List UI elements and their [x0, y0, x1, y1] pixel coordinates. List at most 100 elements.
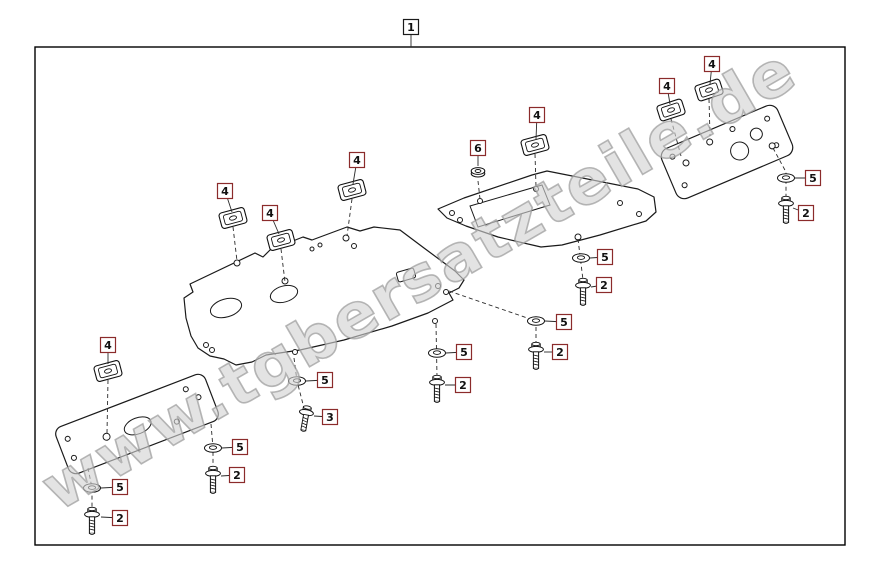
- callout-label: 5: [321, 374, 329, 387]
- callout-box: [658, 77, 676, 95]
- callout-box: [551, 343, 569, 361]
- clip-nut: [336, 178, 368, 202]
- short-bolt: [295, 404, 315, 434]
- callout-item-4: 4: [261, 204, 280, 235]
- callout-box: [595, 276, 613, 294]
- assembly-axis-line: [772, 147, 787, 198]
- callout-item-5: 5: [221, 438, 249, 456]
- assembly-axis-line: [346, 198, 353, 237]
- callout-box: [216, 182, 234, 200]
- diagram-frame: [34, 46, 846, 546]
- callout-label: 4: [533, 109, 541, 122]
- callout-box: [111, 478, 129, 496]
- watermark-text: www.tgbersatzteile.de: [29, 33, 809, 525]
- assembly-axis-line: [280, 248, 286, 283]
- clip-nut: [217, 206, 249, 230]
- callout-box: [455, 343, 473, 361]
- flange-bolt: [528, 341, 544, 370]
- skid-plate-mid-rear: [437, 170, 657, 248]
- callout-label: 2: [459, 379, 467, 392]
- callout-label: 4: [266, 207, 274, 220]
- assembly-axis-line: [435, 323, 438, 378]
- callout-item-5: 5: [305, 371, 334, 389]
- callout-box: [321, 408, 339, 426]
- callout-label: 5: [601, 251, 609, 264]
- callout-label: 4: [353, 154, 361, 167]
- callout-box: [596, 248, 614, 266]
- callout-label: 2: [116, 512, 124, 525]
- callout-item-5: 5: [100, 478, 129, 496]
- callout-box: [231, 438, 249, 456]
- callout-box: [703, 55, 721, 73]
- callout-label: 4: [104, 339, 112, 352]
- callout-box: [348, 151, 366, 169]
- callout-label: 4: [708, 58, 716, 71]
- flange-bolt: [429, 374, 445, 403]
- callout-label: 4: [221, 185, 229, 198]
- callout-item-2: 2: [544, 343, 569, 361]
- callout-label: 4: [663, 80, 671, 93]
- assembly-axis-line: [232, 226, 238, 262]
- callout-label: 1: [407, 21, 415, 34]
- skid-plates: [55, 104, 794, 475]
- callout-box: [402, 18, 420, 36]
- callout-label: 2: [600, 279, 608, 292]
- callout-item-4: 4: [348, 151, 366, 185]
- clip-nut: [519, 133, 551, 157]
- callout-label: 5: [809, 172, 817, 185]
- assembly-axis-line: [448, 290, 537, 344]
- callout-box: [555, 313, 573, 331]
- washer: [428, 348, 446, 358]
- callout-box: [316, 371, 334, 389]
- callout-box: [111, 509, 129, 527]
- callout-item-2: 2: [590, 276, 613, 294]
- callout-item-1: 1: [402, 18, 420, 47]
- callout-item-2: 2: [792, 204, 815, 222]
- callout-item-2: 2: [220, 466, 246, 484]
- callout-box: [228, 466, 246, 484]
- callout-box: [261, 204, 279, 222]
- callout-label: 6: [474, 142, 482, 155]
- assembly-axis-line: [534, 153, 537, 188]
- callout-label: 2: [556, 346, 564, 359]
- callout-item-4: 4: [703, 55, 721, 85]
- callout-label: 5: [236, 441, 244, 454]
- callout-item-5: 5: [544, 313, 573, 331]
- callout-box: [804, 169, 822, 187]
- callout-item-6: 6: [469, 139, 487, 166]
- callout-box: [528, 106, 546, 124]
- washer: [777, 173, 795, 183]
- flange-bolt: [575, 277, 591, 306]
- washer: [572, 253, 590, 263]
- flange-bolt: [778, 195, 794, 224]
- callout-label: 2: [233, 469, 241, 482]
- callout-box: [469, 139, 487, 157]
- callout-item-2: 2: [100, 509, 129, 527]
- callout-item-4: 4: [528, 106, 546, 140]
- callout-label: 5: [460, 346, 468, 359]
- callout-item-4: 4: [658, 77, 676, 105]
- callout-item-3: 3: [313, 408, 339, 426]
- callout-item-4: 4: [99, 336, 117, 364]
- washer: [204, 443, 222, 453]
- callout-box: [99, 336, 117, 354]
- skid-plate-front: [55, 373, 219, 475]
- callout-item-5: 5: [589, 248, 614, 266]
- assembly-axis-line: [708, 98, 711, 137]
- callout-item-5: 5: [445, 343, 473, 361]
- callout-label: 3: [326, 411, 334, 424]
- callout-label: 5: [116, 481, 124, 494]
- flange-bolt: [205, 465, 221, 494]
- washer: [527, 316, 545, 326]
- callout-item-4: 4: [216, 182, 234, 213]
- callout-layer: 1 4 4 4 4 4 4 4 6 5 2 5 2 5 2 5 2 5 3 5 2 5 2: [99, 18, 822, 527]
- callout-label: 5: [560, 316, 568, 329]
- assembly-axis-line: [670, 118, 682, 157]
- skid-plate-main: [183, 226, 465, 366]
- callout-label: 2: [802, 207, 810, 220]
- flange-nut: [470, 167, 486, 178]
- callout-item-5: 5: [795, 169, 822, 187]
- skid-plate-rear: [660, 104, 794, 200]
